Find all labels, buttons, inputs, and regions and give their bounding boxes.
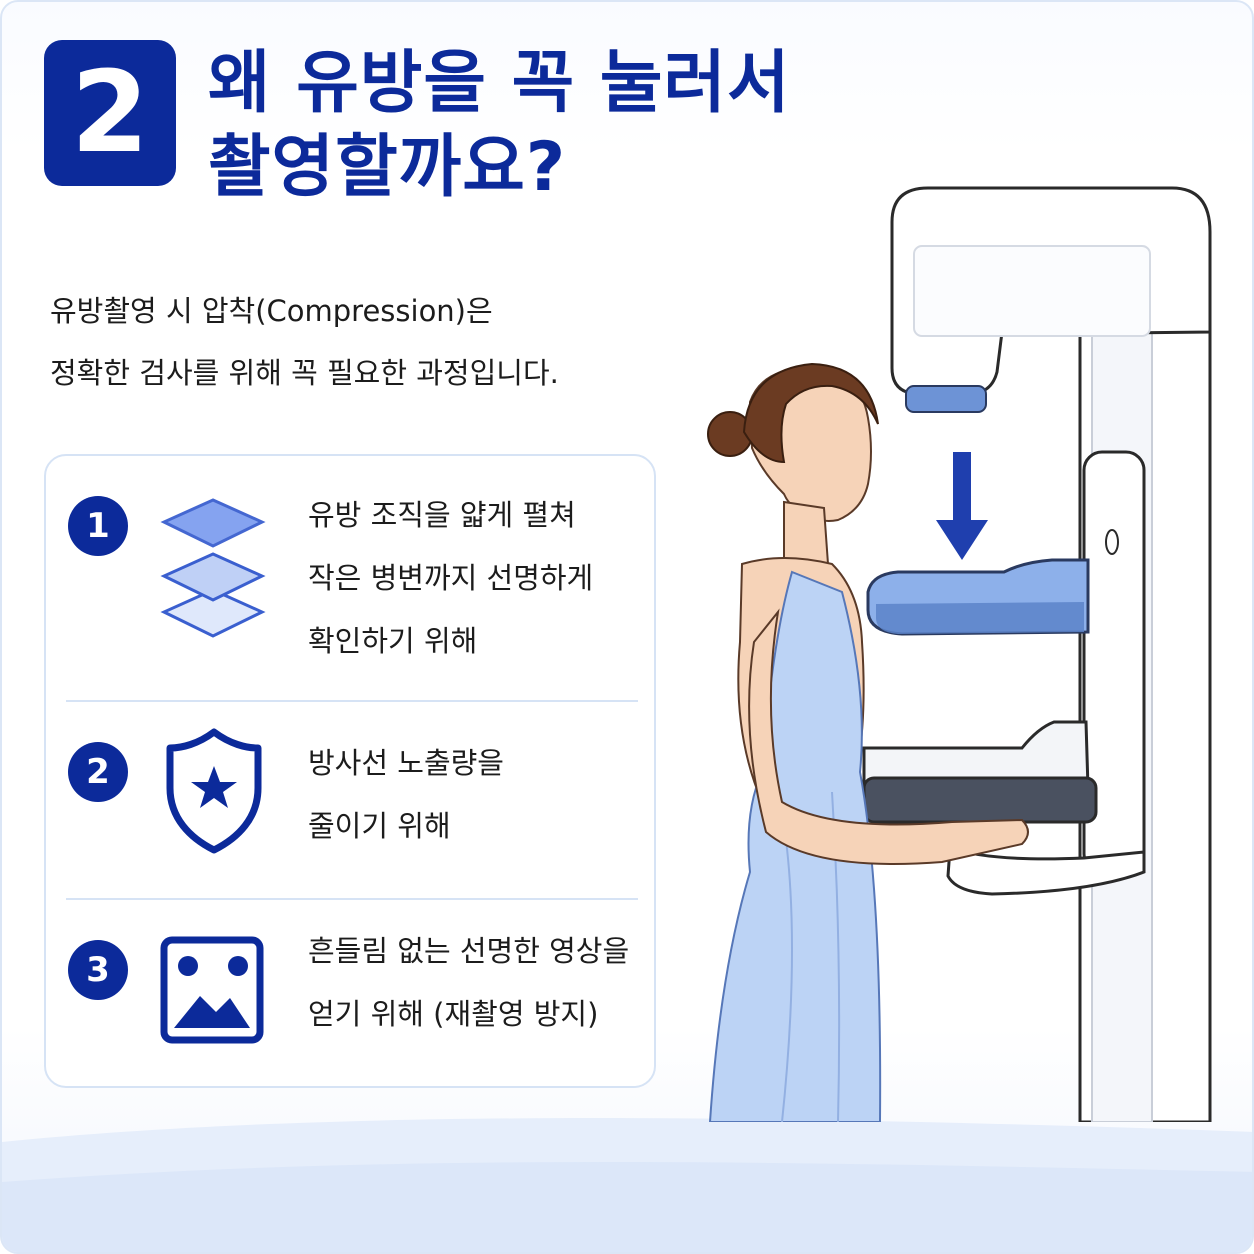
reason-line: 확인하기 위해 — [308, 624, 478, 658]
page-title: 왜 유방을 꼭 눌러서 촬영할까요? — [208, 42, 908, 210]
mammography-illustration — [707, 186, 1212, 1122]
reason-text: 유방 조직을 얇게 펼쳐 작은 병변까지 선명하게 확인하기 위해 — [308, 484, 648, 673]
reason-line: 얻기 위해 (재촬영 방지) — [308, 997, 599, 1031]
reasons-card: 1 유방 조직을 얇게 펼쳐 작은 병변까지 선명하게 확인하기 위해 2 방사… — [44, 454, 656, 1088]
reason-line: 줄이기 위해 — [308, 809, 451, 843]
step-number-badge: 2 — [44, 40, 176, 186]
reason-item-2: 2 방사선 노출량을 줄이기 위해 — [46, 702, 654, 898]
down-arrow-icon — [936, 452, 988, 560]
title-line-1: 왜 유방을 꼭 눌러서 — [208, 44, 791, 123]
intro-line-1: 유방촬영 시 압착(Compression)은 — [50, 294, 493, 328]
reason-text: 흔들림 없는 선명한 영상을 얻기 위해 (재촬영 방지) — [308, 920, 648, 1046]
reason-line: 흔들림 없는 선명한 영상을 — [308, 934, 630, 968]
shield-star-icon — [166, 728, 262, 854]
intro-line-2: 정확한 검사를 위해 꼭 필요한 과정입니다. — [50, 356, 559, 390]
divider — [66, 700, 638, 702]
reason-number-badge: 1 — [68, 496, 128, 556]
reason-line: 유방 조직을 얇게 펼쳐 — [308, 498, 576, 532]
woman-figure — [707, 362, 1029, 1122]
reason-item-3: 3 흔들림 없는 선명한 영상을 얻기 위해 (재촬영 방지) — [46, 900, 654, 1088]
title-line-2: 촬영할까요? — [208, 128, 567, 207]
reason-line: 작은 병변까지 선명하게 — [308, 561, 594, 595]
divider — [66, 898, 638, 900]
reason-item-1: 1 유방 조직을 얇게 펼쳐 작은 병변까지 선명하게 확인하기 위해 — [46, 456, 654, 700]
reason-number-badge: 2 — [68, 742, 128, 802]
reason-text: 방사선 노출량을 줄이기 위해 — [308, 732, 648, 858]
image-icon — [160, 936, 264, 1044]
bottom-wave-decoration — [2, 1118, 1252, 1252]
intro-text: 유방촬영 시 압착(Compression)은 정확한 검사를 위해 꼭 필요한… — [50, 280, 700, 404]
layers-icon — [160, 498, 266, 638]
mammography-machine — [862, 186, 1212, 1122]
reason-number-badge: 3 — [68, 940, 128, 1000]
reason-line: 방사선 노출량을 — [308, 746, 504, 780]
